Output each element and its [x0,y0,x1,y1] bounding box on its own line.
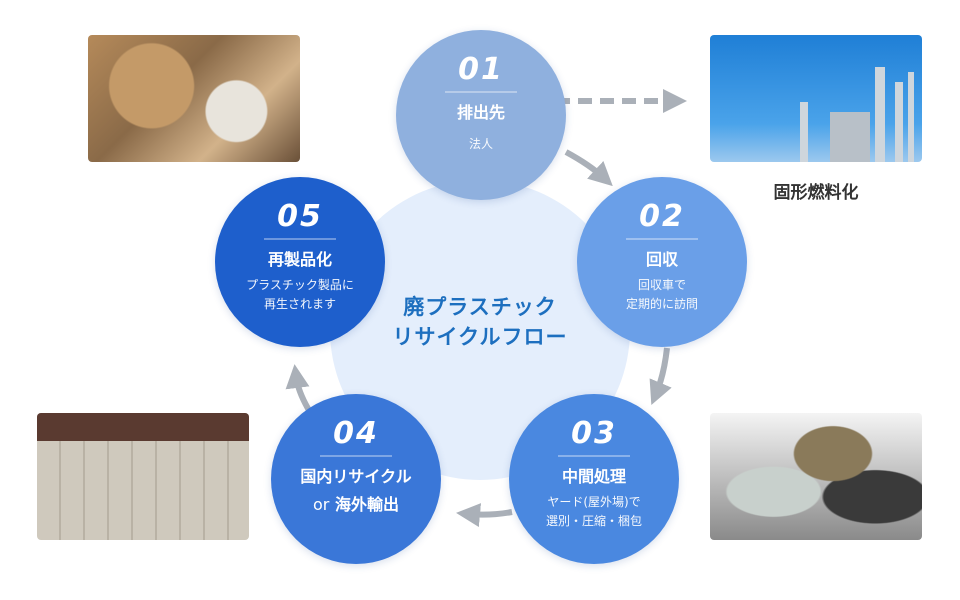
step-desc: プラスチック製品に [246,278,354,292]
step-desc: 選別・圧縮・梱包 [545,514,642,528]
divider [320,455,392,457]
step-05-remanufacture: 05 再製品化 プラスチック製品に再生されます [215,177,385,347]
title-line-2: リサイクルフロー [392,325,568,349]
title-line-1: 廃プラスチック [403,295,557,319]
step-desc: ヤード(屋外場)で [547,495,641,509]
step-03-processing: 03 中間処理 ヤード(屋外場)で選別・圧縮・梱包 [509,394,679,564]
step-title-2: 海外輸出 [334,495,399,514]
divider [558,455,630,457]
step-title: 回収 [645,250,678,269]
step-number: 02 [639,199,685,234]
step-04-recycle-export: 04 国内リサイクル or 海外輸出 [271,394,441,564]
or-text: or [313,495,330,514]
pellets-photo [710,413,922,540]
step-desc: 回収車で [637,278,686,292]
solid-fuel-label: 固形燃料化 [773,183,859,203]
step-title: 中間処理 [561,467,626,486]
arrow-03-04 [456,503,513,528]
divider [445,91,517,93]
step-01-emitter: 01 排出先 法人 [396,30,566,200]
waste-bags-photo [88,35,300,162]
step-number: 01 [458,52,504,87]
step-02-collection: 02 回収 回収車で定期的に訪問 [577,177,747,347]
arrow-02-03 [649,347,672,406]
divider [264,238,336,240]
step-title: 排出先 [456,103,505,122]
diagram-title: 廃プラスチック リサイクルフロー [330,292,630,352]
step-number: 04 [333,416,379,451]
factory-photo [710,35,922,162]
step-desc: 法人 [468,137,493,151]
step-desc: 再生されます [263,297,336,311]
arrow-04-05 [285,364,313,414]
divider [626,238,698,240]
step-title: 再製品化 [267,250,332,269]
step-title: 国内リサイクル [300,467,412,486]
bales-photo [37,413,249,540]
step-number: 03 [571,416,617,451]
step-number: 05 [277,199,323,234]
arrow-01-02 [564,149,613,187]
step-desc: 定期的に訪問 [625,297,698,311]
